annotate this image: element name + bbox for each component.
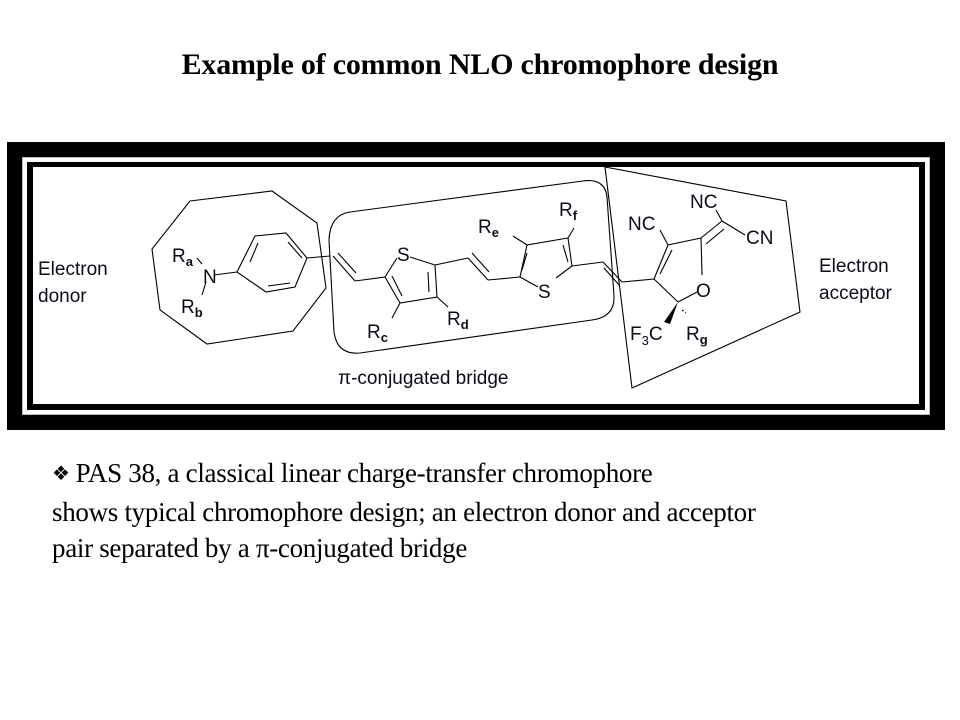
wedge-bond bbox=[664, 302, 678, 324]
acceptor-region-outline bbox=[604, 166, 801, 389]
group-f3c: F3C bbox=[630, 324, 663, 348]
acceptor-label-line2: acceptor bbox=[819, 283, 893, 304]
atom-s1: S bbox=[397, 245, 410, 266]
atom-n: N bbox=[203, 267, 217, 288]
group-nc-left: NC bbox=[628, 214, 655, 235]
description-line-1: ❖PAS 38, a classical linear charge-trans… bbox=[52, 455, 942, 494]
bridge-region-outline bbox=[328, 180, 615, 354]
diagram-panel bbox=[33, 167, 919, 404]
donor-region-outline bbox=[151, 190, 327, 345]
group-nc-top: NC bbox=[690, 192, 717, 213]
diamond-bullet-icon: ❖ bbox=[52, 463, 70, 485]
description-line-1-text: PAS 38, a classical linear charge-transf… bbox=[75, 458, 653, 488]
slide-title: Example of common NLO chromophore design bbox=[181, 48, 779, 81]
description-line-3: pair separated by a π-conjugated bridge bbox=[52, 533, 468, 563]
substituent-ra: Ra bbox=[172, 246, 194, 269]
group-cn: CN bbox=[746, 228, 773, 249]
description-text: ❖PAS 38, a classical linear charge-trans… bbox=[52, 455, 942, 566]
substituent-rb: Rb bbox=[181, 297, 203, 320]
substituent-rf: Rf bbox=[559, 200, 578, 223]
donor-label-line1: Electron bbox=[38, 259, 108, 280]
acceptor-label-line1: Electron bbox=[819, 256, 889, 277]
substituent-rc: Rc bbox=[367, 322, 388, 345]
atom-o: O bbox=[696, 281, 711, 302]
substituent-re: Re bbox=[478, 217, 499, 240]
description-line-2: shows typical chromophore design; an ele… bbox=[52, 497, 756, 527]
donor-label-line2: donor bbox=[38, 286, 87, 307]
bridge-label: π-conjugated bridge bbox=[338, 368, 509, 389]
substituent-rd: Rd bbox=[447, 309, 469, 332]
molecule-bonds bbox=[196, 209, 746, 319]
atom-s2: S bbox=[538, 282, 551, 303]
substituent-rg: Rg bbox=[686, 324, 708, 347]
region-outlines bbox=[151, 166, 801, 389]
